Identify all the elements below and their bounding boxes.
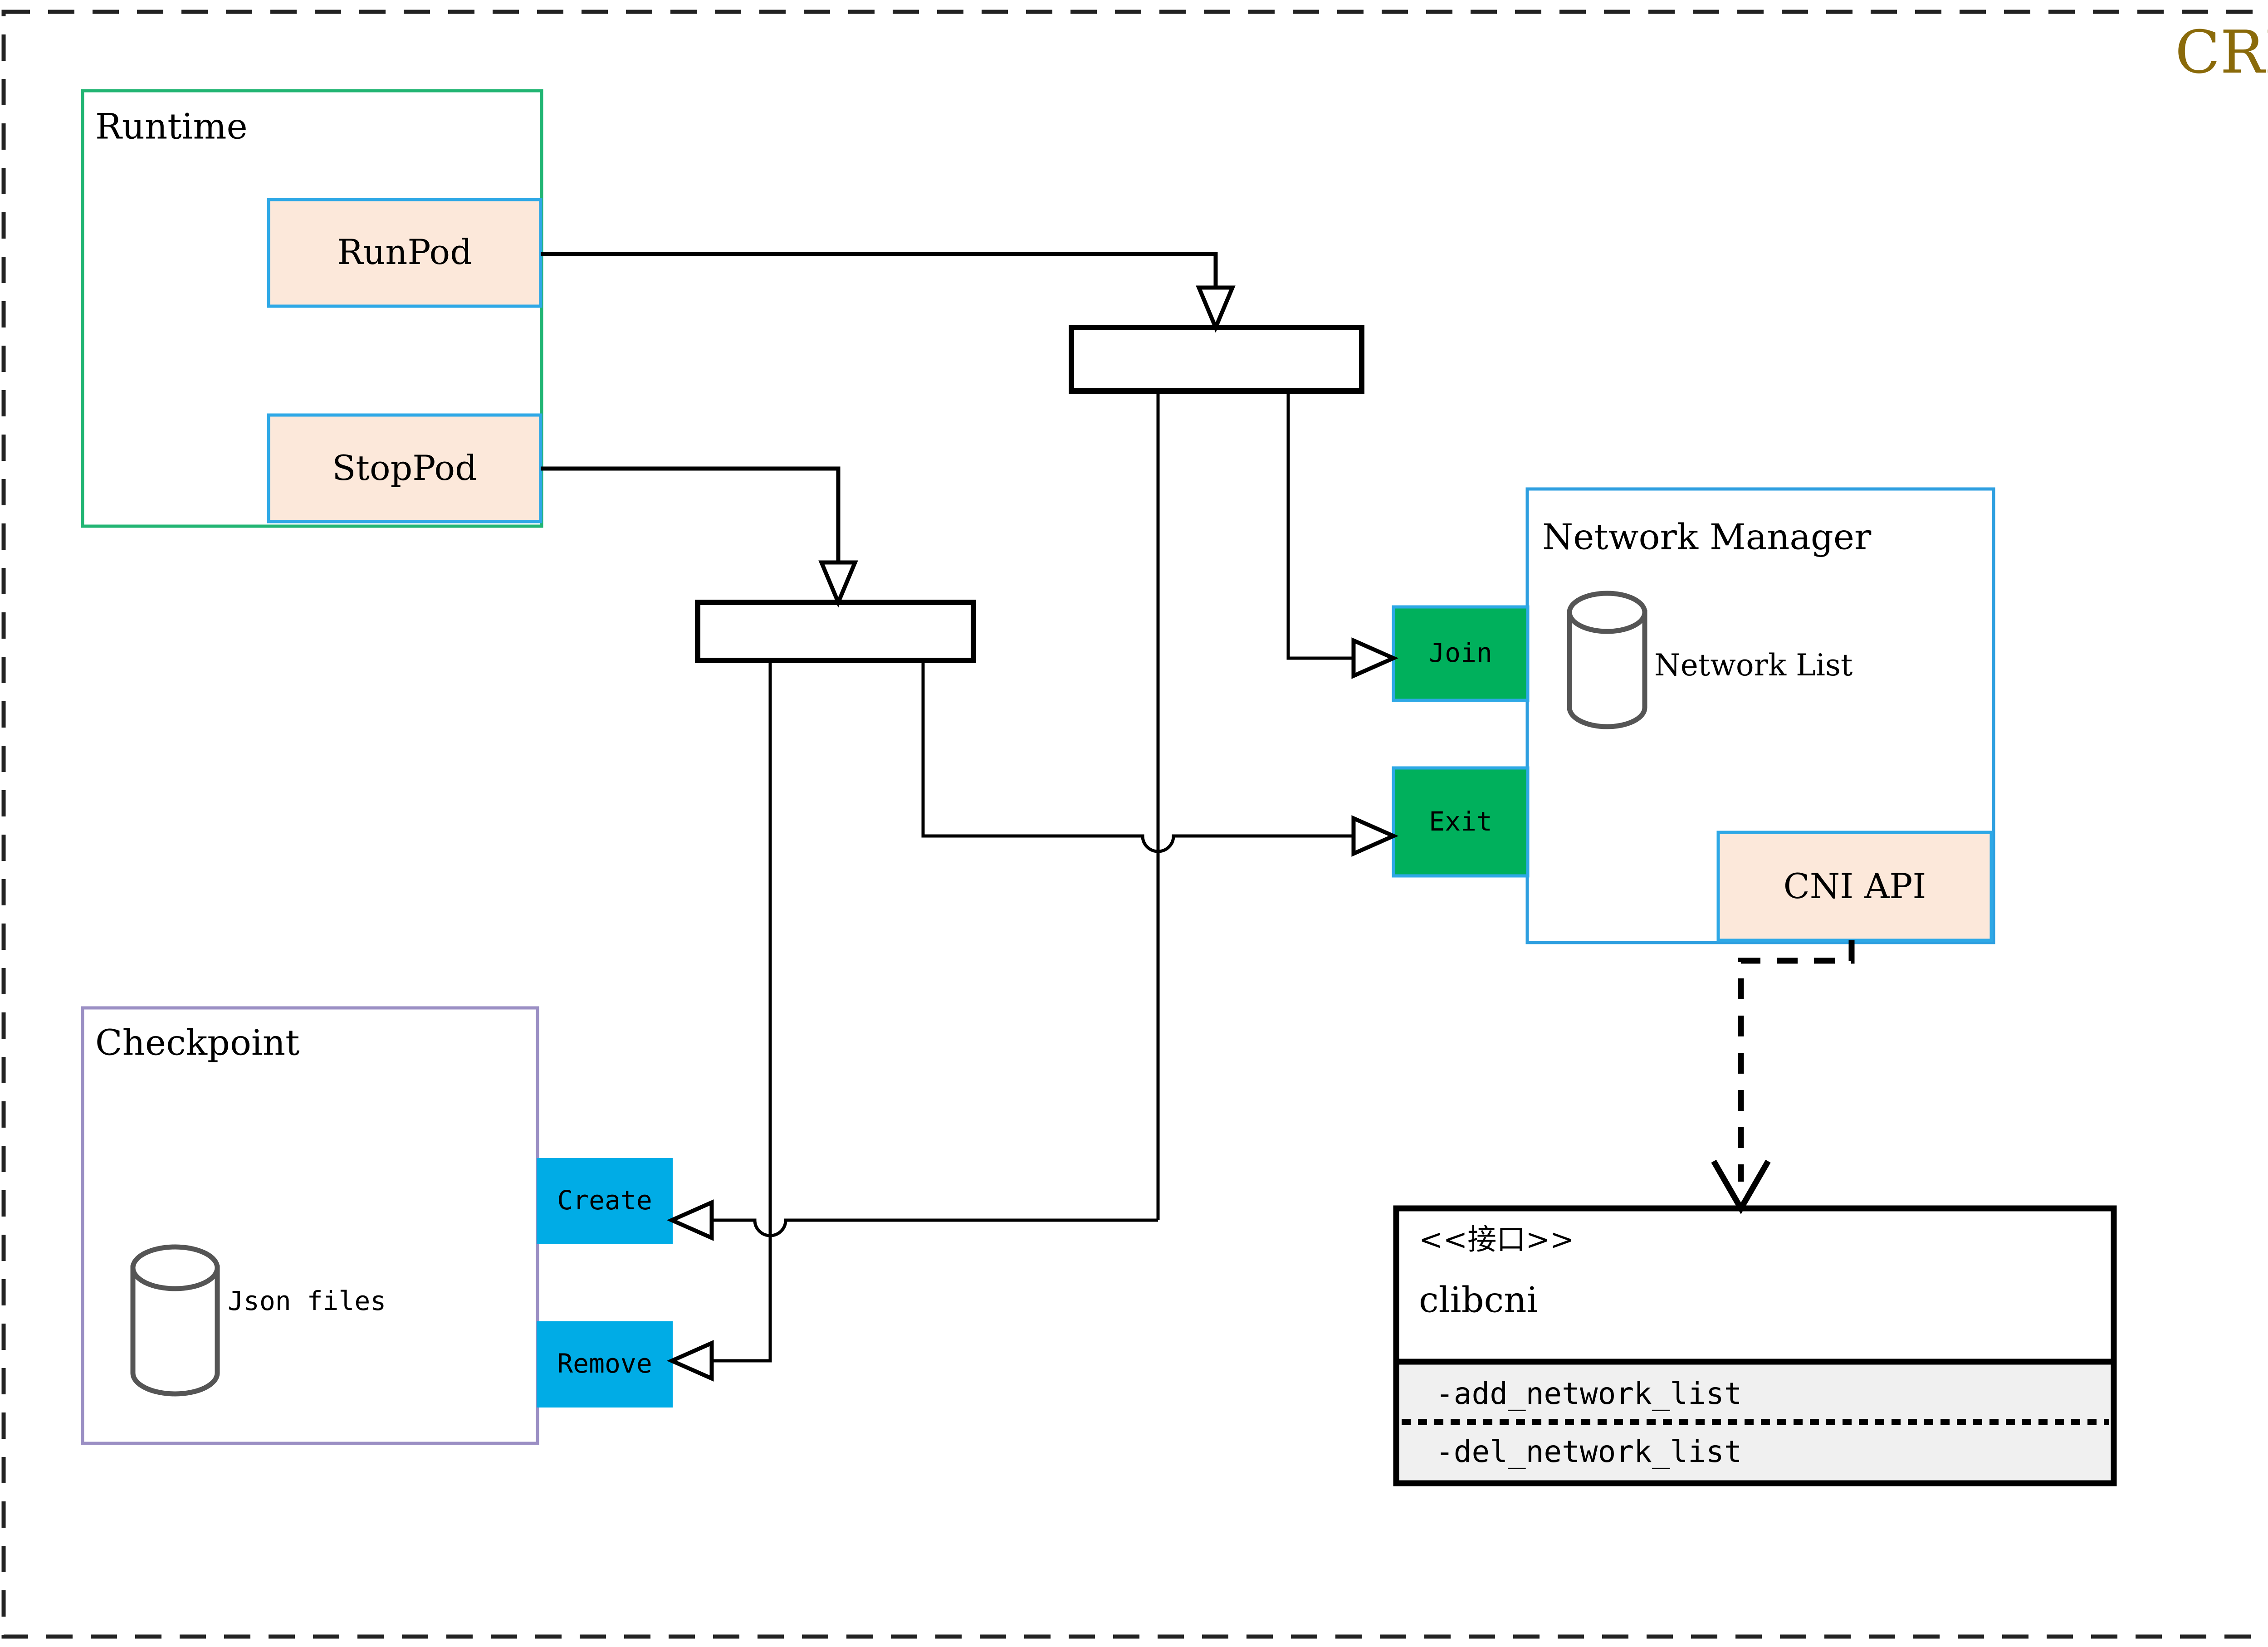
fork-bar-top (1069, 325, 1364, 394)
network-list-label: Network List (1654, 648, 1853, 683)
arrowhead-create (666, 1199, 714, 1241)
edge-fork-top-right-to-join (1286, 391, 1356, 660)
edge-fork-top-left-to-create (708, 1218, 1158, 1237)
node-create-label: Create (557, 1185, 652, 1216)
arrowhead-fork-bottom (818, 560, 858, 608)
arrowhead-exit (1351, 815, 1399, 857)
node-join-label: Join (1429, 637, 1492, 668)
edge-fork-bottom-right-to-exit (921, 660, 1356, 853)
container-runtime-label: Runtime (95, 107, 248, 147)
edge-runpod-to-fork-top (541, 252, 1218, 318)
json-files-cylinder-icon (130, 1244, 220, 1397)
node-remove[interactable] (537, 1321, 673, 1408)
node-stoppod-label: StopPod (332, 448, 477, 488)
edge-fork-bottom-left-to-remove (708, 660, 772, 1363)
node-join[interactable] (1392, 605, 1530, 702)
node-exit-label: Exit (1429, 806, 1492, 837)
diagram-title: CRI (2175, 18, 2268, 87)
container-checkpoint-label: Checkpoint (95, 1023, 299, 1064)
interface-method-del: -del_network_list (1436, 1434, 1742, 1469)
node-remove-label: Remove (557, 1348, 652, 1379)
edge-stoppod-to-fork-bottom (541, 466, 841, 592)
interface-clibcni-header (1393, 1205, 2117, 1365)
node-cni-api[interactable] (1716, 831, 1993, 942)
fork-bar-bottom (695, 600, 976, 663)
arrowhead-fork-top (1196, 285, 1236, 333)
node-exit[interactable] (1392, 766, 1530, 878)
node-create[interactable] (537, 1158, 673, 1244)
interface-stereotype: <<接口>> (1419, 1223, 1574, 1257)
node-cni-api-label: CNI API (1784, 866, 1926, 906)
outer-dashed-frame (1, 10, 2268, 1639)
interface-method-add: -add_network_list (1436, 1376, 1742, 1411)
arrowhead-clibcni-open (1711, 1159, 1771, 1215)
arrowhead-remove (666, 1340, 714, 1382)
arrowhead-join (1351, 637, 1399, 679)
network-list-cylinder-icon (1567, 591, 1647, 729)
edge-cniapi-to-clibcni-dashed (1738, 940, 1855, 1182)
node-runpod-label: RunPod (337, 232, 472, 272)
node-stoppod[interactable] (267, 413, 543, 523)
interface-name: clibcni (1419, 1280, 1538, 1321)
json-files-label: Json files (228, 1285, 386, 1316)
container-network-manager-label: Network Manager (1542, 517, 1872, 558)
node-runpod[interactable] (267, 198, 543, 308)
